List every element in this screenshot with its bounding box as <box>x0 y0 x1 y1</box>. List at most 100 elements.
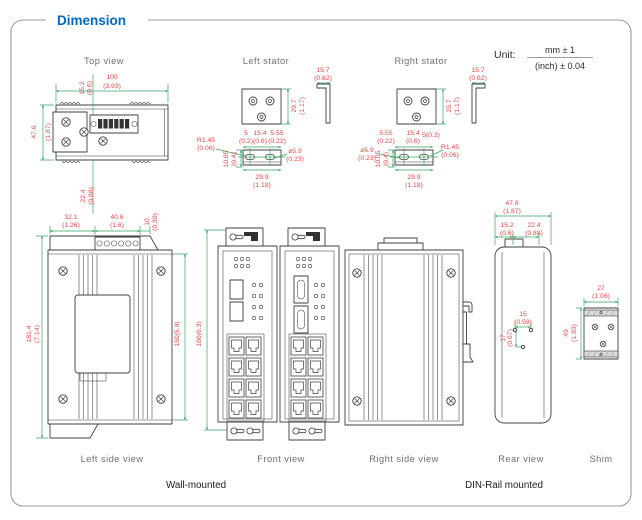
ext-line <box>436 88 446 125</box>
dim-lside-height-mm: 181.4 <box>26 325 33 342</box>
top-view: Top view 100 (3.93) 15.2 (0.6) 47.6 (1. <box>31 56 169 214</box>
body-edges <box>501 252 545 418</box>
led <box>301 263 307 269</box>
dim-lstator-width-mm: 29.9 <box>255 174 268 181</box>
rj45-port <box>228 336 245 356</box>
dim-lside-height-in: (7.14) <box>34 325 41 343</box>
led <box>313 282 319 288</box>
screw <box>58 266 68 276</box>
stator-base <box>394 149 434 166</box>
rj45-port <box>228 357 245 377</box>
dim-rstator-height-in: (0.4) <box>383 152 390 166</box>
fin-ripples <box>59 101 151 164</box>
dim-lstator-height-mm: 10.05 <box>223 150 230 167</box>
dim-rstator-radius-mm: R1.45 <box>441 144 459 151</box>
ext-line <box>494 212 552 245</box>
dim-top-depth-mm: 22.4 <box>80 189 87 202</box>
dim-lside-a-mm: 32.1 <box>64 214 77 221</box>
ext-line <box>55 84 169 103</box>
rj45-port <box>228 378 245 398</box>
wall-plate-bottom <box>49 423 99 439</box>
hole <box>412 112 421 122</box>
dim-rear-holev-in: (0.67) <box>507 329 514 347</box>
dim-rstator-bracket-mm: 15.7 <box>471 67 484 74</box>
port-block <box>288 333 327 422</box>
led <box>320 315 326 321</box>
dim-rstator-dia-mm: ⌀5.9 <box>360 147 374 154</box>
front-panel <box>284 250 335 420</box>
right-side-label: Right side view <box>369 454 439 464</box>
screw <box>591 323 599 331</box>
dim-lside-panelh: 150(5.9) <box>174 321 181 346</box>
unit-note: Unit: mm ± 1 (inch) ± 0.04 <box>494 45 593 71</box>
screw <box>61 117 71 127</box>
din-mounted-caption: DIN-Rail mounted <box>465 480 543 491</box>
right-stator-view: Right stator 29.7 (1.17) 15.7 (0.62) 5.5… <box>358 56 487 189</box>
unit-mm: mm ± 1 <box>545 45 575 55</box>
screw <box>446 268 456 278</box>
led <box>258 315 264 321</box>
rj45-port <box>307 378 324 398</box>
page-title: Dimension <box>57 13 126 28</box>
front-view: Front view 160(6.3) <box>196 227 340 464</box>
rj45-port <box>307 357 324 377</box>
rj45-port <box>290 357 307 377</box>
rj45-port <box>228 399 245 419</box>
stator-base <box>242 149 282 166</box>
led <box>320 282 326 288</box>
led <box>301 256 307 262</box>
pin-hole <box>599 311 603 314</box>
terminal-contacts <box>98 119 130 129</box>
dim-top-width-mm: 100 <box>106 74 118 81</box>
dim-top-depth-in: (0.88) <box>88 187 95 205</box>
led <box>252 282 256 288</box>
right-side-view: Right side view <box>344 237 474 464</box>
dim-top-offset-mm: 15.2 <box>79 81 86 94</box>
wall-mounted-caption: Wall-mounted <box>166 480 226 491</box>
screw <box>607 323 615 331</box>
screw <box>79 127 89 137</box>
dim-rstator-plateh-mm: 29.7 <box>446 99 453 112</box>
dim-rear-holev-mm: 17 <box>500 334 507 342</box>
terminal-screw <box>90 121 97 127</box>
led <box>252 315 256 321</box>
ext-line <box>512 233 540 245</box>
dim-lstator-bracket-in: (0.62) <box>314 75 332 82</box>
led <box>252 293 256 299</box>
body-inner <box>348 253 460 422</box>
dim-rstator-pitch-mm: 15.4 <box>406 130 419 137</box>
din-latch-tab <box>244 232 258 241</box>
screw <box>98 136 108 146</box>
left-stator-view: Left stator 29.7 (1.17) 15.7 (0.62) 5 (0… <box>197 56 332 189</box>
dim-rear-b-in: (0.88) <box>525 230 543 237</box>
left-stator-label: Left stator <box>243 56 289 66</box>
led <box>313 315 319 321</box>
sfp-slot <box>229 301 244 322</box>
led <box>307 263 313 269</box>
switch-unit-sfp-modules <box>279 227 340 441</box>
leader-line <box>429 149 444 157</box>
screw <box>446 396 456 406</box>
dim-lstator-pitch-mm: 15.4 <box>253 130 266 137</box>
screw <box>352 396 362 406</box>
bottom-bracket <box>288 421 326 441</box>
dim-rear-holepitch-mm: 15 <box>519 311 527 318</box>
front-panel <box>222 250 273 420</box>
dim-lstator-end-in: (0.22) <box>268 138 286 145</box>
rear-view: Rear view 47.6 (1.87) 15.2 (0.6) 22.4 (0… <box>494 200 552 464</box>
dim-lside-c-in: (0.39) <box>152 213 159 231</box>
front-view-label: Front view <box>257 454 305 464</box>
hole <box>248 96 258 106</box>
title-backdrop <box>46 12 148 28</box>
dim-rstator-radius-in: (0.06) <box>441 152 459 159</box>
terminal-screw <box>131 121 138 127</box>
hatch <box>586 351 615 358</box>
sfp-handle <box>297 279 305 300</box>
rj45-port <box>245 399 262 419</box>
led <box>313 293 319 299</box>
dim-lstator-dia-in: (0.23) <box>286 156 304 163</box>
sfp-slot <box>229 279 244 300</box>
dim-lside-b-mm: 40.6 <box>110 214 123 221</box>
screw <box>61 137 71 147</box>
mount-hole <box>528 327 534 333</box>
